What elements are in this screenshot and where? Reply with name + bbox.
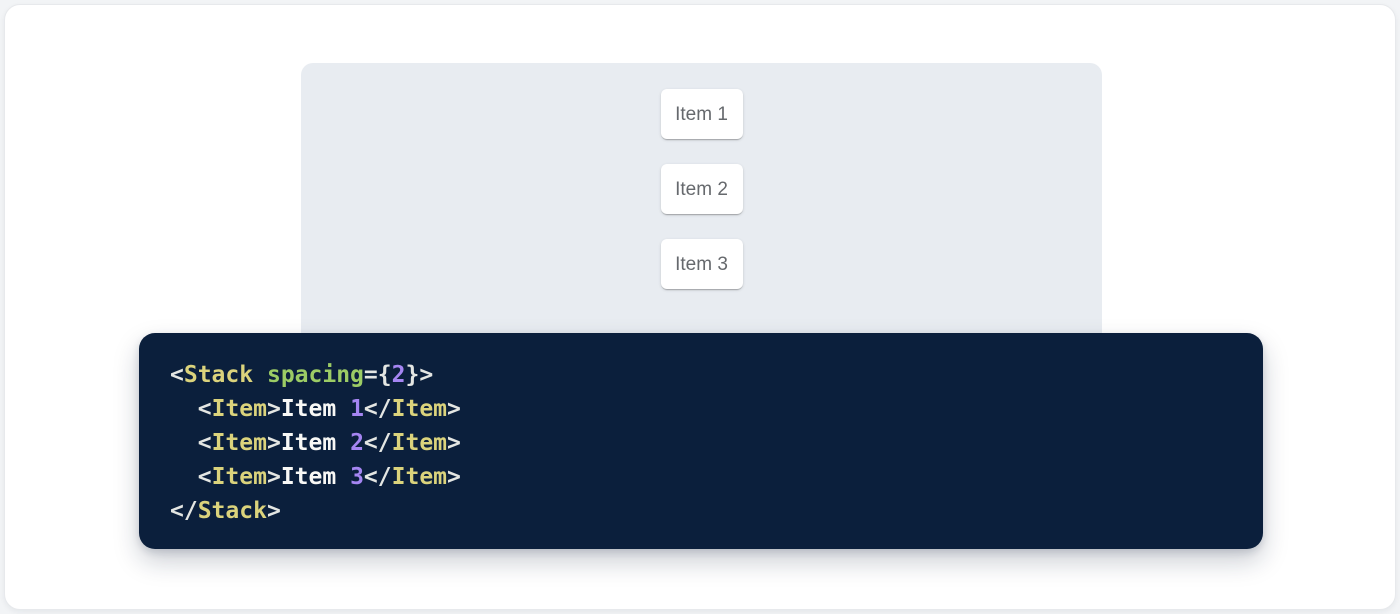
code-token-punctuation: <	[170, 362, 184, 388]
code-line: <Item>Item 1</Item>	[170, 392, 1232, 426]
code-token-punctuation: >	[447, 430, 461, 456]
code-token-punctuation: </	[363, 396, 392, 422]
code-token-punctuation: =	[363, 362, 378, 388]
code-line: <Item>Item 2</Item>	[170, 426, 1232, 460]
code-line: </Stack>	[170, 494, 1232, 528]
code-token-plain	[253, 362, 267, 388]
code-token-punctuation: >	[419, 362, 434, 388]
code-token-punctuation: </	[170, 498, 198, 524]
code-token-tag: Item	[391, 396, 448, 422]
code-token-number: 1	[350, 396, 364, 422]
code-token-punctuation: >	[266, 498, 281, 524]
code-token-plain: Item	[280, 430, 351, 456]
code-token-tag: Item	[211, 464, 267, 490]
stack-item-card: Item 2	[660, 164, 743, 214]
code-token-attr-name: spacing	[266, 362, 364, 388]
code-token-plain: Item	[280, 396, 351, 422]
code-line: <Stack spacing={2}>	[170, 358, 1232, 392]
code-token-plain	[170, 464, 198, 490]
code-token-punctuation: >	[266, 396, 281, 422]
code-token-punctuation: {	[377, 362, 392, 388]
code-token-punctuation: <	[197, 396, 212, 422]
code-token-number: 2	[350, 430, 364, 456]
code-token-tag: Stack	[183, 362, 254, 388]
stack-item-card: Item 3	[660, 239, 743, 289]
code-block: <Stack spacing={2}> <Item>Item 1</Item> …	[139, 333, 1263, 549]
code-token-number: 2	[391, 362, 406, 388]
code-token-punctuation: >	[447, 396, 461, 422]
code-token-tag: Item	[211, 430, 267, 456]
code-token-plain	[170, 396, 198, 422]
stack-item-card: Item 1	[660, 89, 743, 139]
code-token-tag: Item	[391, 430, 448, 456]
stack-container: Item 1 Item 2 Item 3	[301, 63, 1102, 289]
code-token-punctuation: </	[363, 430, 392, 456]
code-token-punctuation: <	[197, 430, 212, 456]
code-token-plain: Item	[280, 464, 351, 490]
code-token-tag: Item	[211, 396, 267, 422]
code-token-tag: Item	[391, 464, 448, 490]
code-token-punctuation: }	[405, 362, 420, 388]
code-token-punctuation: <	[197, 464, 212, 490]
code-token-punctuation: >	[447, 464, 461, 490]
code-token-number: 3	[350, 464, 364, 490]
code-token-punctuation: >	[266, 464, 281, 490]
code-token-punctuation: >	[266, 430, 281, 456]
code-token-tag: Stack	[197, 498, 267, 524]
code-token-punctuation: </	[363, 464, 392, 490]
code-token-plain	[170, 430, 198, 456]
code-line: <Item>Item 3</Item>	[170, 460, 1232, 494]
